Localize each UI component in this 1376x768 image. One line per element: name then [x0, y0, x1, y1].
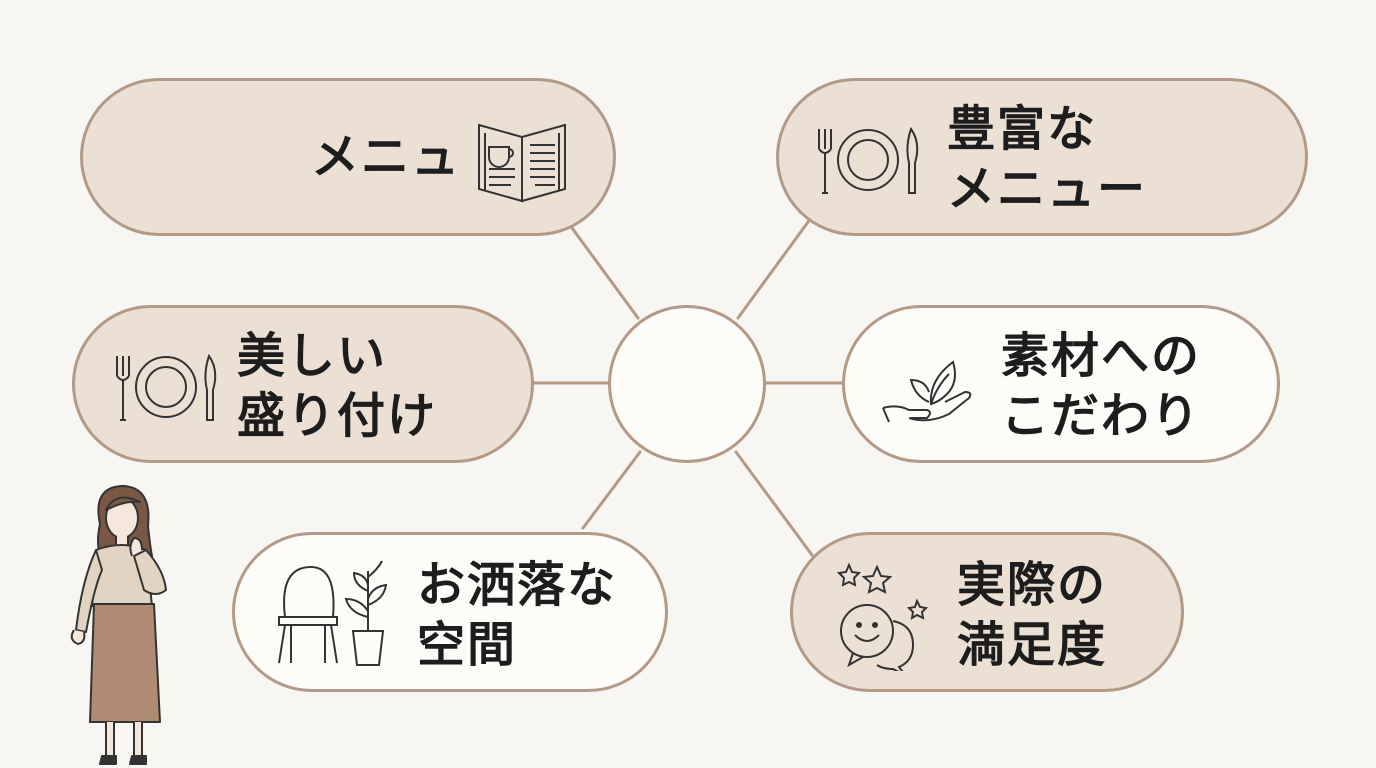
plate-cutlery-icon: [116, 353, 217, 421]
woman-illustration: [70, 485, 167, 765]
leaf-hand-icon: [882, 360, 972, 423]
node-rich-menu: 豊富な メニュー: [776, 78, 1308, 236]
node-space-label: お洒落な 空間: [417, 557, 618, 673]
node-satisfaction: 実際の 満足度: [790, 532, 1184, 692]
connector-rich-menu: [736, 220, 810, 320]
menu-book-icon: [478, 123, 566, 203]
plate-cutlery-icon: [818, 126, 919, 194]
chair-plant-icon: [278, 560, 388, 666]
node-ingredients-label: 素材への こだわり: [1001, 328, 1202, 444]
connector-space: [581, 450, 642, 530]
node-ingredients: 素材への こだわり: [842, 305, 1280, 463]
node-plating-label: 美しい 盛り付け: [237, 328, 438, 444]
smile-stars-icon: [836, 562, 929, 671]
center-hub-circle: [608, 305, 766, 463]
node-satisfaction-label: 実際の 満足度: [957, 557, 1108, 673]
node-menu-label: メニュ: [311, 129, 462, 185]
connector-menu: [570, 226, 640, 320]
node-plating: 美しい 盛り付け: [72, 305, 534, 463]
connector-satisfaction: [734, 450, 814, 557]
node-menu: メニュ: [80, 78, 616, 236]
node-rich-menu-label: 豊富な メニュー: [947, 101, 1148, 217]
node-space: お洒落な 空間: [232, 532, 668, 692]
